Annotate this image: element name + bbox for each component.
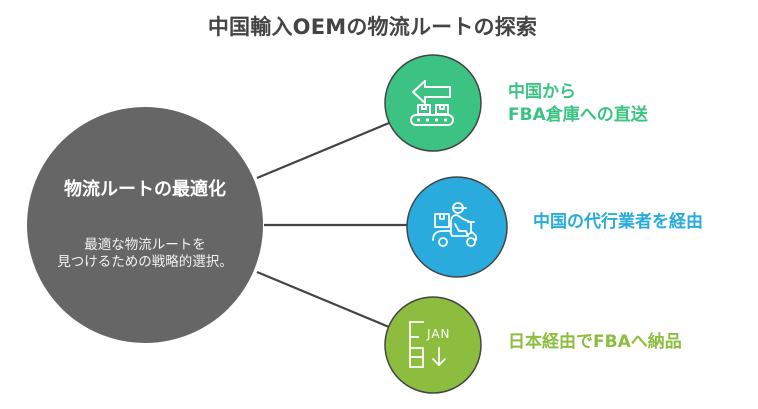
connector-line-option-3 xyxy=(256,270,390,329)
option-1-label: 中国から FBA倉庫への直送 xyxy=(508,81,648,127)
option-1-label-line: FBA倉庫への直送 xyxy=(508,105,648,125)
option-3-circle xyxy=(384,296,482,394)
conveyor-belt-icon xyxy=(410,80,454,126)
option-1-label-line: 中国から xyxy=(508,82,576,102)
option-1-circle xyxy=(384,54,482,152)
connector-line-option-1 xyxy=(256,121,390,180)
option-node-1 xyxy=(384,54,482,152)
option-2-label-line: 中国の代行業者を経由 xyxy=(533,212,703,232)
central-node-description-line: 最適な物流ルートを xyxy=(84,237,206,253)
central-node-heading: 物流ルートの最適化 xyxy=(64,179,226,200)
option-3-label: 日本経由でFBAへ納品 xyxy=(508,331,682,354)
central-node-description-line: 見つけるための戦略的選択。 xyxy=(57,254,233,270)
option-3-label-line: 日本経由でFBAへ納品 xyxy=(508,332,682,352)
jan-code-icon: JAN xyxy=(409,321,451,368)
jan-icon-text: JAN xyxy=(426,327,451,341)
page-title: 中国輸入OEMの物流ルートの探索 xyxy=(207,15,538,39)
option-2-label: 中国の代行業者を経由 xyxy=(533,211,703,234)
central-node-description: 最適な物流ルートを 見つけるための戦略的選択。 xyxy=(26,237,264,271)
option-node-2 xyxy=(406,176,508,278)
central-node-circle xyxy=(27,107,263,343)
delivery-scooter-icon xyxy=(432,202,477,247)
option-node-3: JAN xyxy=(384,296,482,394)
